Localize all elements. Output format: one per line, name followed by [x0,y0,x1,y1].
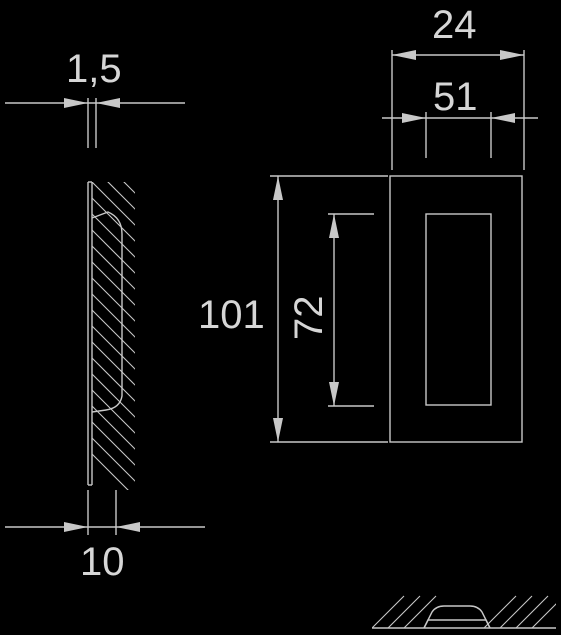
dimension-recess-depth: 10 [5,490,205,584]
dim-label-24: 24 [432,3,477,47]
mini-section-view [372,595,556,629]
wall-hatching [92,182,135,490]
mini-recess-profile [423,605,491,629]
dimension-plate-thickness: 1,5 [5,47,185,148]
dim-label-1-5: 1,5 [66,47,122,91]
dimension-outer-width: 24 [391,3,525,170]
side-section-view: 1,5 [5,47,205,584]
dim-label-51: 51 [433,75,478,119]
inner-recess [425,213,492,406]
front-view: 24 51 101 72 [198,3,538,443]
dim-label-10: 10 [80,540,125,584]
dim-label-72: 72 [287,296,331,341]
dimension-inner-height: 72 [287,213,374,407]
outer-plate [389,175,523,443]
dimension-inner-width: 51 [382,75,538,158]
face-plate [87,181,93,486]
dimension-outer-height: 101 [198,175,388,443]
recess-profile [91,211,123,413]
dim-label-101: 101 [198,293,265,337]
